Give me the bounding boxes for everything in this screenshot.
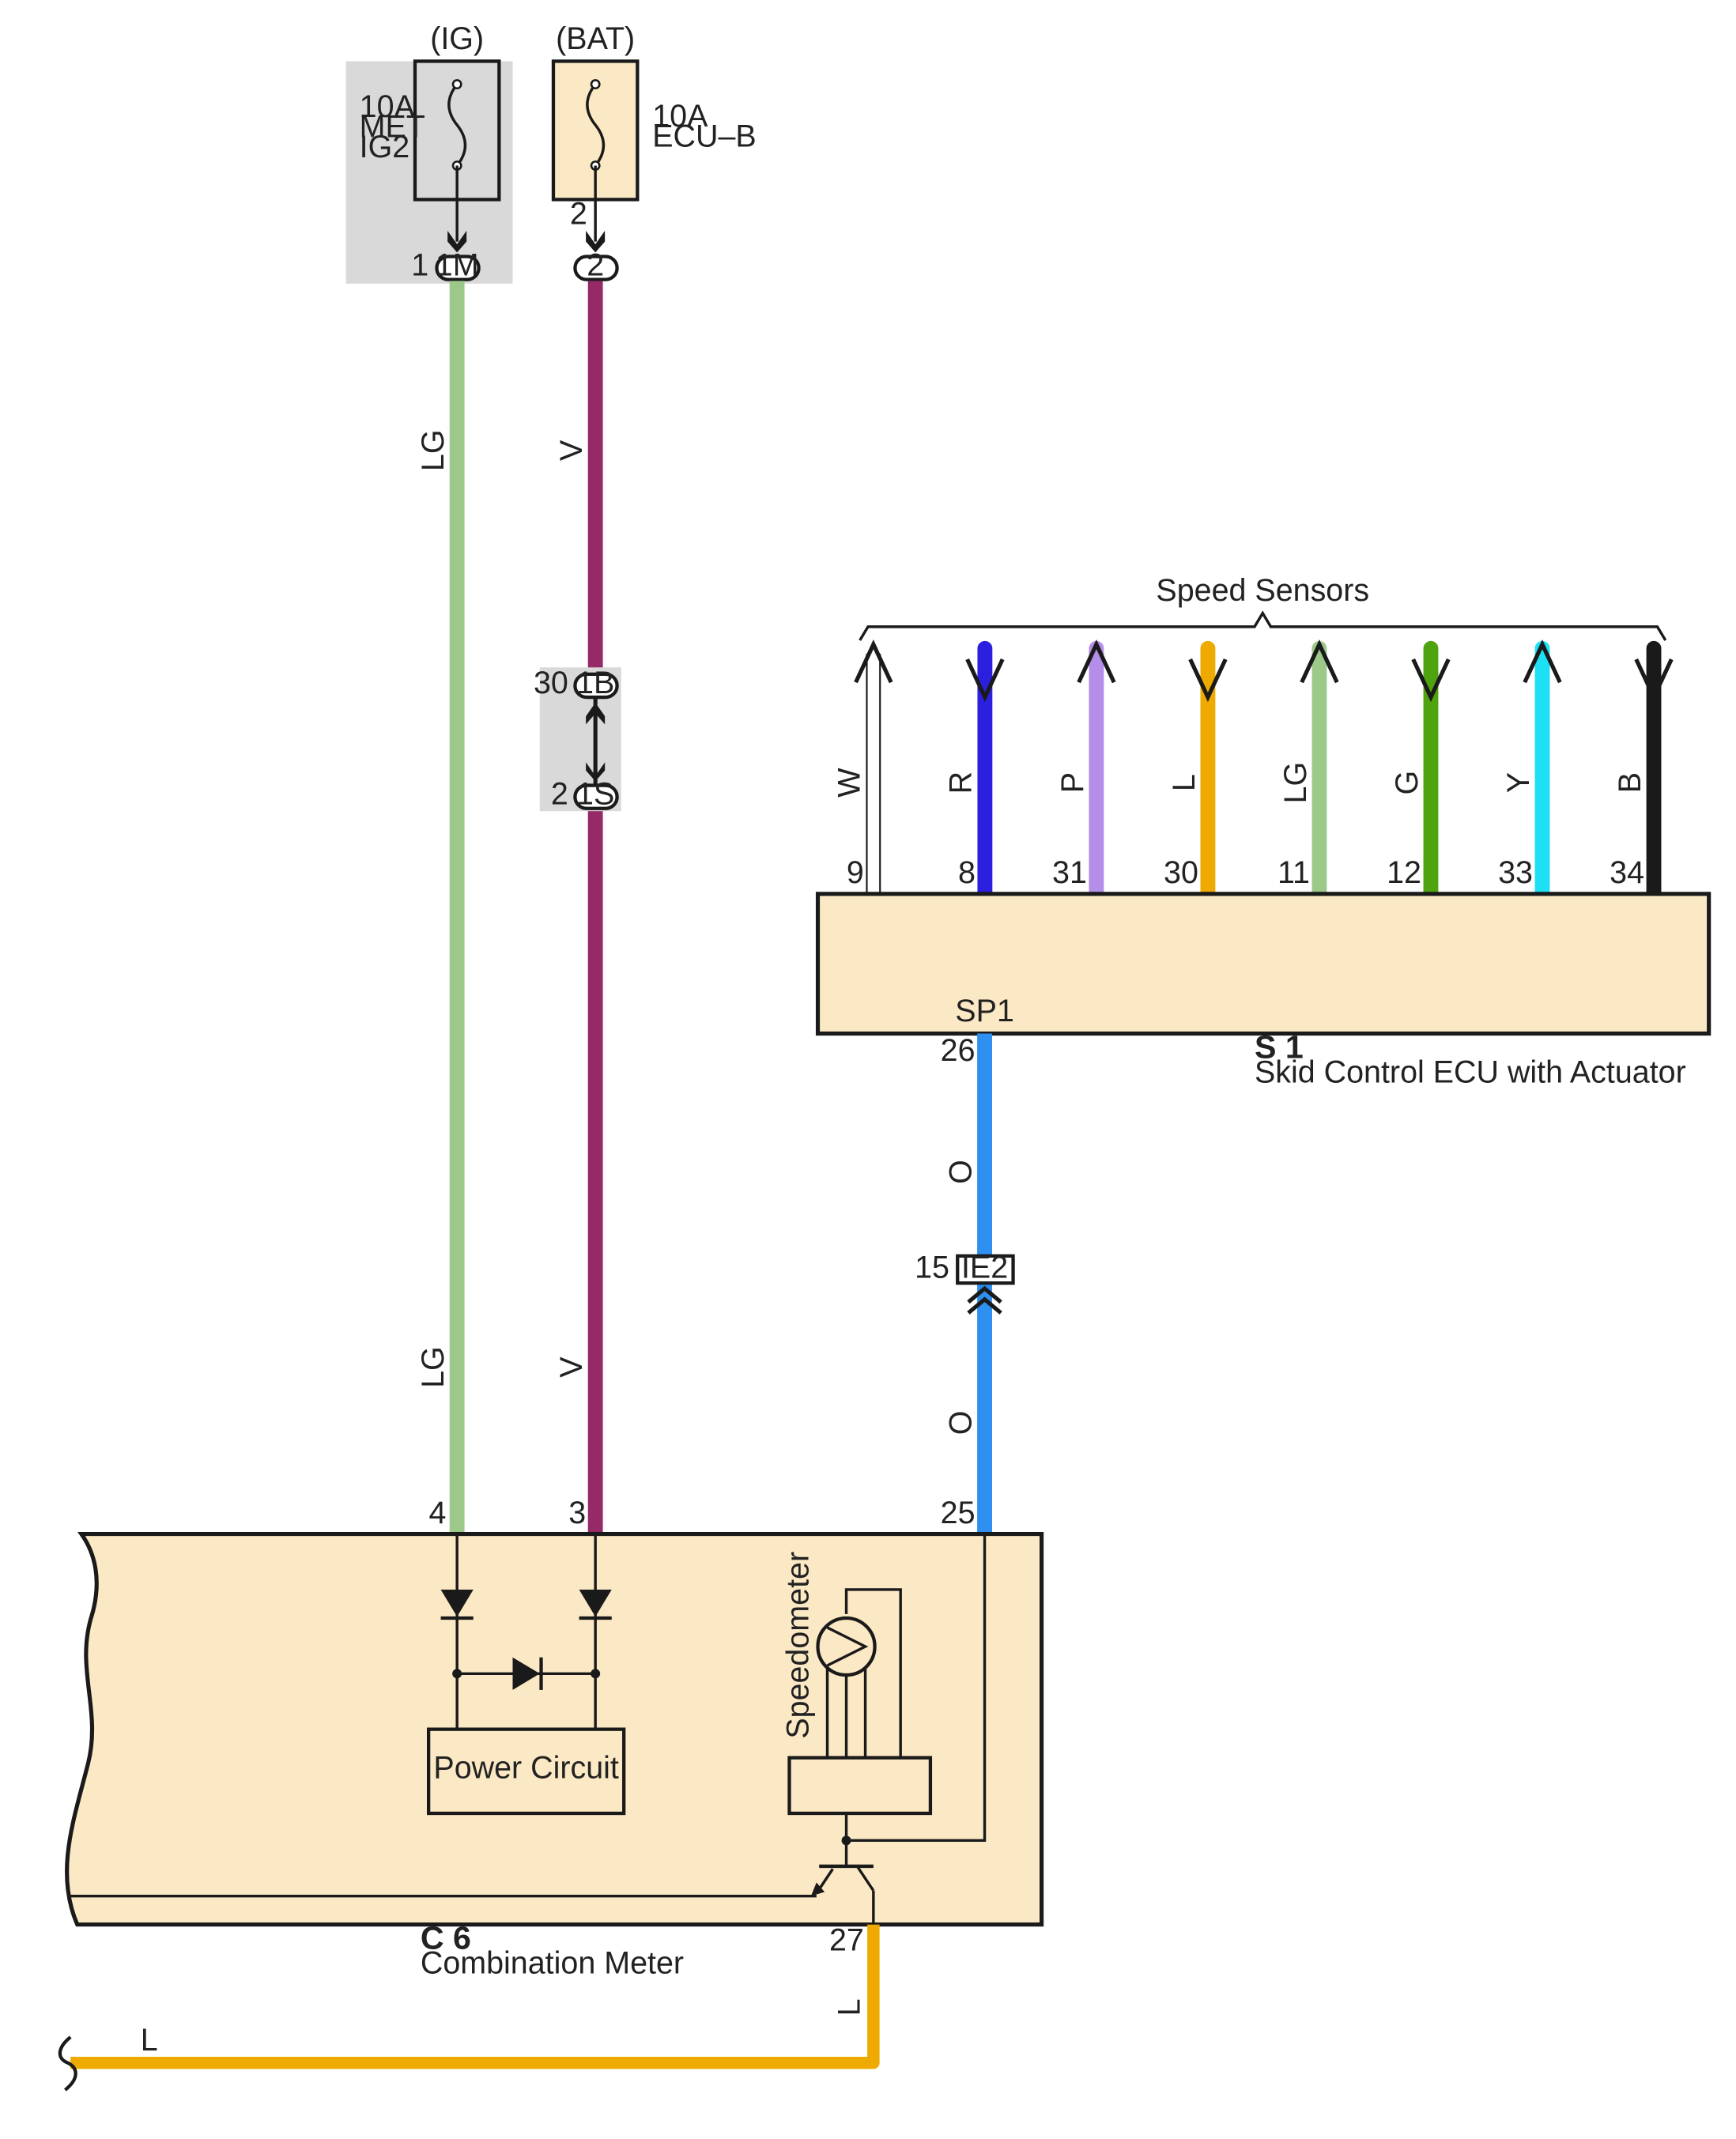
wire-l: [70, 1924, 880, 2069]
sensor-arrow-up-icon-6: [1523, 639, 1562, 684]
fuse-ig-arrow-icon: [447, 230, 467, 253]
connector-ie2-id: IE2: [961, 1250, 1008, 1285]
sensor-pin-0: 9: [847, 855, 864, 890]
speed-sensors: Speed Sensors W9FL+R8FL–P31FR+L30FR–LG11…: [832, 573, 1685, 926]
connector-1s: [573, 783, 619, 810]
diode-bridge-icon: [512, 1657, 540, 1690]
splice-1b-1s: 1B 30 1S 2: [534, 666, 621, 812]
junction-dot-right: [591, 1669, 601, 1679]
sensor-wire-code-4: LG: [1278, 762, 1313, 804]
sensor-arrow-down-icon-1: [965, 658, 1005, 703]
fuse-bat-name: ECU–B: [652, 119, 757, 154]
fuse-bat-source-label: (BAT): [556, 21, 635, 56]
connector-1s-pin: 2: [551, 777, 568, 812]
sensor-pin-7: 34: [1610, 855, 1644, 890]
fuse-ig-node-top: [451, 79, 462, 90]
sensor-pin-6: 33: [1498, 855, 1533, 890]
junction-dot-transistor: [841, 1835, 851, 1846]
wire-v-label-top: V: [554, 439, 589, 461]
skid-control-ecu: SP1 26 S 1 Skid Control ECU with Actuato…: [815, 892, 1711, 1089]
speedometer-driver-box: [787, 1756, 933, 1816]
sensor-arrow-up-icon-4: [1300, 639, 1339, 684]
meter-pin-o: 25: [941, 1496, 976, 1530]
wire-o-label-bottom: O: [943, 1411, 978, 1435]
sensor-wire-code-0: W: [832, 768, 867, 798]
fuse-ig-name-line2: IG2: [360, 130, 410, 164]
skid-ecu-name: Skid Control ECU with Actuator: [1255, 1054, 1686, 1089]
transistor-collector: [855, 1865, 875, 1892]
sensor-wire-code-6: Y: [1501, 772, 1536, 793]
connector-1m: [435, 255, 481, 281]
skid-ecu-output-pin: 26: [941, 1033, 976, 1068]
combination-meter-name: Combination Meter: [421, 1945, 684, 1980]
connector-ie2-pin: 15: [915, 1250, 949, 1285]
wire-lg-label-top: LG: [416, 430, 451, 472]
fuse-bat-element-icon: [586, 83, 606, 167]
sensor-pin-3: 30: [1164, 855, 1198, 890]
connector-2-id: 2: [587, 248, 604, 283]
sensor-wire-code-7: B: [1613, 772, 1647, 793]
connector-1b-pin: 30: [534, 666, 568, 700]
combination-meter-code: C 6: [421, 1920, 471, 1956]
wire-lg-label-bottom: LG: [416, 1346, 451, 1388]
connector-ie2: [956, 1254, 1015, 1285]
fuse-bat-pin: 2: [570, 196, 587, 231]
wire-l-label-vertical: L: [832, 1998, 867, 2016]
fuse-bat-group: (BAT) 10A ECU–B 2 2: [551, 21, 757, 283]
connector-1m-pin: 1: [411, 248, 428, 283]
sensor-pin-4: 11: [1277, 855, 1310, 890]
sensor-arrow-up-icon-2: [1077, 639, 1116, 684]
sensor-pin-5: 12: [1387, 855, 1421, 890]
skid-ecu-code: S 1: [1255, 1028, 1304, 1065]
speed-sensors-title: Speed Sensors: [1156, 573, 1369, 608]
wire-break-icon: [58, 2035, 77, 2092]
sensor-arrow-down-icon-5: [1411, 658, 1451, 703]
connector-2: [573, 255, 619, 281]
meter-pin-v: 3: [568, 1496, 586, 1530]
speedometer-trace-outer: [844, 1588, 902, 1758]
speedometer-needle-icon: [826, 1626, 869, 1667]
connector-1s-id: 1S: [576, 777, 614, 812]
fuse-ig-source-label: (IG): [430, 21, 484, 56]
fuse-ig-name-line1: MET: [360, 110, 425, 145]
junction-dot-left: [452, 1669, 462, 1679]
sensor-arrow-down-icon-7: [1634, 658, 1674, 703]
sensor-pin-2: 31: [1052, 855, 1087, 890]
transistor-emitter-arrow-icon: [810, 1882, 825, 1896]
sensor-wire-code-2: P: [1055, 772, 1090, 793]
diode-lg-icon: [440, 1589, 474, 1617]
sensor-arrow-up-icon-0: [854, 639, 893, 684]
speed-sensors-brace: [859, 610, 1667, 641]
power-circuit-label: Power Circuit: [433, 1750, 619, 1785]
skid-ecu-box: [815, 892, 1711, 1036]
connector-1b-id: 1B: [576, 666, 614, 700]
wire-o-label-top: O: [943, 1160, 978, 1184]
meter-pin-lg: 4: [429, 1496, 447, 1530]
sensor-pin-1: 8: [958, 855, 976, 890]
fuse-bat-arrow-icon: [586, 230, 606, 253]
skid-ecu-output-terminal: SP1: [955, 994, 1014, 1028]
splice-arrow-down-icon: [586, 762, 606, 782]
diode-v-icon: [579, 1589, 612, 1617]
wire-l-label-horizontal: L: [141, 2023, 158, 2058]
wire-v-label-bottom: V: [554, 1356, 589, 1378]
sensor-wire-code-3: L: [1167, 774, 1202, 791]
sensor-wire-code-5: G: [1390, 771, 1425, 795]
connector-1m-id: 1M: [436, 248, 479, 283]
power-circuit-box: [426, 1727, 626, 1816]
meter-o-trace: [846, 1534, 987, 1843]
connector-ie2-arrow-icon: [967, 1285, 1002, 1315]
sensor-wire-code-1: R: [944, 771, 979, 794]
connector-ie2-group: IE2 15: [915, 1250, 1015, 1315]
combination-meter: 4 3 25 Power Circuit Speedometer: [65, 1496, 1044, 1980]
speedometer-label: Speedometer: [781, 1552, 816, 1739]
sensor-arrow-down-icon-3: [1188, 658, 1228, 703]
fuse-ig-element-icon: [447, 83, 467, 167]
fuse-ig-rating: 10A: [360, 89, 416, 124]
fuse-ig-group: (IG) 10A MET IG2 1M 1: [345, 21, 513, 284]
meter-pin-l: 27: [829, 1922, 864, 1957]
fuse-bat-node-top: [590, 79, 601, 90]
fuse-bat-rating: 10A: [652, 99, 708, 134]
